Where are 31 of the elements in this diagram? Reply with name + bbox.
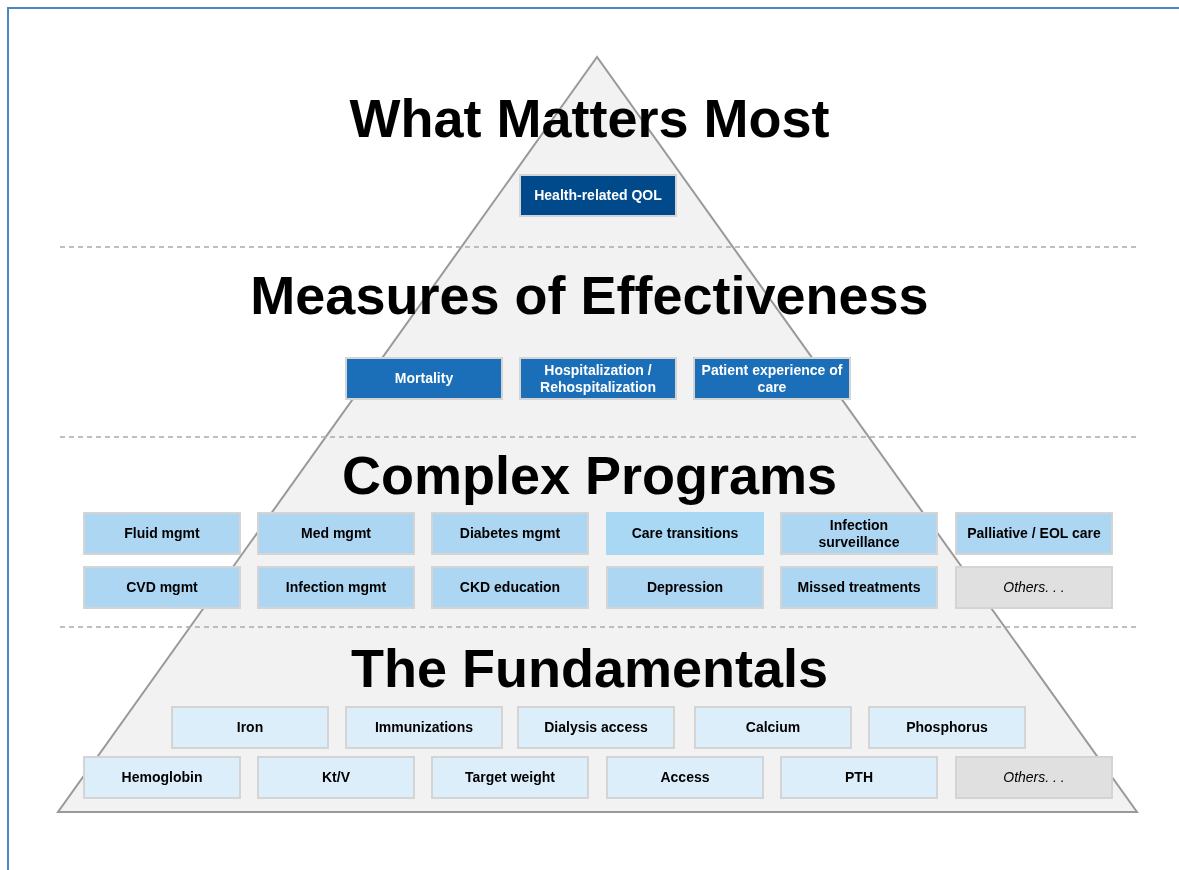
tier-heading: What Matters Most bbox=[348, 88, 831, 148]
measure-box: Immunizations bbox=[345, 706, 503, 749]
measure-box: Depression bbox=[606, 566, 764, 609]
measure-box: PTH bbox=[780, 756, 938, 799]
measure-box: Kt/V bbox=[257, 756, 415, 799]
measure-box: Infection mgmt bbox=[257, 566, 415, 609]
measure-box: Missed treatments bbox=[780, 566, 938, 609]
measure-box: Mortality bbox=[345, 357, 503, 400]
measure-box: Hemoglobin bbox=[83, 756, 241, 799]
measure-box: Access bbox=[606, 756, 764, 799]
measure-box: Diabetes mgmt bbox=[431, 512, 589, 555]
measure-box: Care transitions bbox=[606, 512, 764, 555]
measure-box: Target weight bbox=[431, 756, 589, 799]
measure-box: Calcium bbox=[694, 706, 852, 749]
tier-heading: Measures of Effectiveness bbox=[249, 265, 930, 325]
measure-box: Infection surveillance bbox=[780, 512, 938, 555]
tier-heading: The Fundamentals bbox=[349, 638, 830, 698]
measure-box: Others. . . bbox=[955, 756, 1113, 799]
measure-box: Fluid mgmt bbox=[83, 512, 241, 555]
measure-box: Phosphorus bbox=[868, 706, 1026, 749]
tier-heading: Complex Programs bbox=[340, 445, 839, 505]
measure-box: CVD mgmt bbox=[83, 566, 241, 609]
measure-box: Others. . . bbox=[955, 566, 1113, 609]
measure-box: CKD education bbox=[431, 566, 589, 609]
measure-box: Hospitalization / Rehospitalization bbox=[519, 357, 677, 400]
measure-box: Med mgmt bbox=[257, 512, 415, 555]
measure-box: Dialysis access bbox=[517, 706, 675, 749]
measure-box: Health-related QOL bbox=[519, 174, 677, 217]
measure-box: Patient experience of care bbox=[693, 357, 851, 400]
measure-box: Palliative / EOL care bbox=[955, 512, 1113, 555]
measure-box: Iron bbox=[171, 706, 329, 749]
